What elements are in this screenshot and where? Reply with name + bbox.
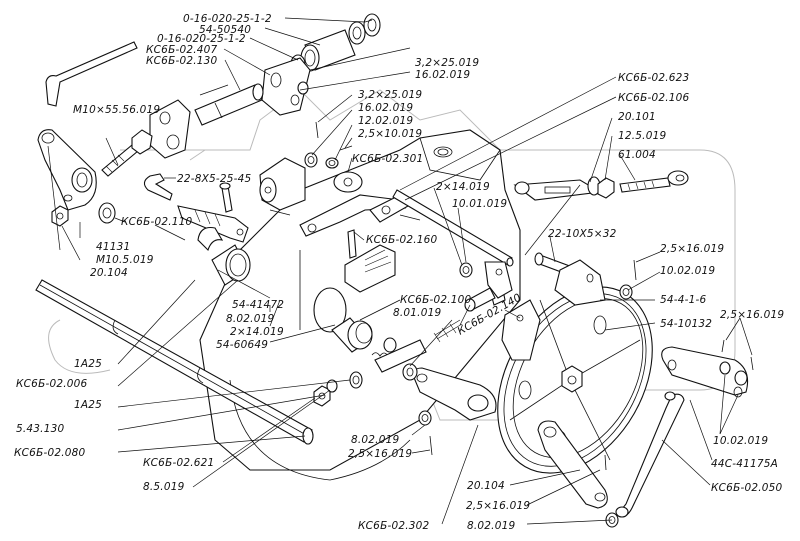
- part-label: 16.02.019: [358, 102, 413, 114]
- part-label: 8.01.019: [393, 307, 441, 319]
- axle-pin: [194, 83, 264, 126]
- part-label: КС6Б-02.006: [16, 378, 88, 390]
- part-label: 2,5×16.019: [466, 500, 530, 512]
- part-label: 3,2×25.019: [358, 89, 422, 101]
- part-label: 2,5×16.019: [660, 243, 724, 255]
- part-label: 8.02.019: [351, 434, 399, 446]
- main-shaft: [35, 279, 314, 445]
- part-label: 54-4-1-6: [660, 294, 706, 306]
- part-label: КС6Б-02.110: [121, 216, 193, 228]
- part-label: 5.43.130: [16, 423, 64, 435]
- part-labels: 0-16-020-25-1-2 54-50540 0-16-020-25-1-2…: [14, 13, 784, 532]
- part-label: 3,2×25.019: [415, 57, 479, 69]
- part-label: 2,5×10.019: [358, 128, 422, 140]
- part-label: 22-10X5×32: [548, 228, 617, 240]
- nut-washer-left: [51, 202, 116, 227]
- part-label: 2,5×16.019: [720, 309, 784, 321]
- part-label: 22-8X5-25-45: [177, 173, 252, 185]
- part-label: 41131: [96, 241, 130, 253]
- part-label: КС6Б-02.302: [358, 520, 430, 532]
- part-label: КС6Б-02.301: [352, 153, 423, 165]
- part-label: 10.02.019: [660, 265, 715, 277]
- part-label: КС6Б-02.080: [14, 447, 86, 459]
- part-label: 54-10132: [660, 318, 712, 330]
- part-label: 8.5.019: [143, 481, 185, 493]
- hex-key: [45, 41, 138, 107]
- part-label: 20.104: [467, 480, 505, 492]
- leader-lines: [47, 17, 753, 525]
- control-rod: [392, 189, 514, 267]
- part-label: 8.02.019: [467, 520, 515, 532]
- part-label: 44C-41175A: [711, 458, 778, 470]
- drum-lever: [537, 420, 608, 509]
- part-label: КС6Б-02.621: [143, 457, 214, 469]
- swing-arm-left: [37, 129, 97, 211]
- part-label: 20.101: [618, 111, 656, 123]
- cylinder-block: [259, 157, 306, 211]
- arm-302: [413, 367, 497, 421]
- part-label: 54-41472: [232, 299, 284, 311]
- slide-block: [344, 195, 409, 293]
- part-label: M10×55.56.019: [73, 104, 160, 116]
- part-label: 1A25: [74, 358, 102, 370]
- bent-rod: [143, 173, 173, 201]
- part-label: КС6Б-02.100: [400, 294, 472, 306]
- clamp-sleeve: [197, 226, 251, 286]
- part-label: 54-50540: [199, 24, 251, 36]
- part-label: КС6Б-02.106: [618, 92, 690, 104]
- assembly-arrows: [154, 84, 581, 256]
- part-label: 10.01.019: [452, 198, 507, 210]
- lever-bracket: [489, 284, 541, 361]
- part-label: 2,5×16.019: [348, 448, 412, 460]
- part-label: КС6Б-02.130: [146, 55, 218, 67]
- tie-link: [513, 170, 689, 201]
- cable-fork: [177, 205, 249, 243]
- spring-pin: [433, 261, 513, 343]
- bracket-plate: [261, 57, 311, 116]
- part-label: 20.104: [90, 267, 128, 279]
- washer-set-mid: [304, 121, 353, 169]
- part-label: 8.02.019: [226, 313, 274, 325]
- spring-group: [331, 317, 427, 373]
- part-label: 61.004: [618, 149, 656, 161]
- part-label: 54-60649: [216, 339, 268, 351]
- part-label: 2×14.019: [230, 326, 284, 338]
- part-label: 1A25: [74, 399, 102, 411]
- part-label: 12.02.019: [358, 115, 413, 127]
- bolt: [101, 129, 153, 177]
- small-pin: [219, 182, 233, 213]
- part-label: 0-16-020-25-1-2: [157, 33, 246, 45]
- part-label: КС6Б-02.407: [146, 44, 218, 56]
- part-label: M10.5.019: [96, 254, 154, 266]
- washers-lower: [313, 259, 637, 528]
- right-link: [661, 339, 754, 398]
- part-label: 0-16-020-25-1-2: [183, 13, 272, 25]
- part-label: КС6Б-02.050: [711, 482, 783, 494]
- part-label: КС6Б-02.623: [618, 72, 689, 84]
- push-rod: [615, 391, 685, 518]
- part-label: 16.02.019: [415, 69, 470, 81]
- part-label: 10.02.019: [713, 435, 768, 447]
- part-label: КС6Б-02.160: [366, 234, 438, 246]
- part-label: 2×14.019: [436, 181, 490, 193]
- washer-10-01: [459, 262, 473, 278]
- part-label: 12.5.019: [618, 130, 666, 142]
